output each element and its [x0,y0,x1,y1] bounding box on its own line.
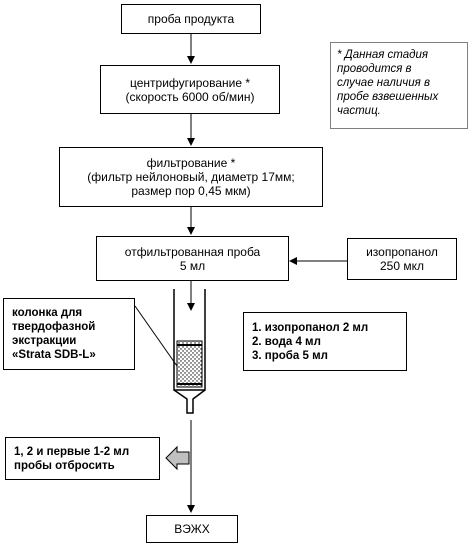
filtered-line-1: отфильтрованная проба [124,244,261,259]
spe-column-icon [173,289,206,414]
column-label-line-2: твердофазной [12,321,96,333]
loading-step-2: 2. вода 4 мл [252,335,321,348]
loading-step-1: 1. изопропанол 2 мл [252,321,369,334]
filter-box: фильтрование * (фильтр нейлоновый, диаме… [59,147,323,207]
sample-text: проба продукта [147,12,235,26]
discard-box: 1, 2 и первые 1-2 мл пробы отбросить [5,437,160,480]
footnote-line-1: * Данная стадия [337,49,429,61]
footnote-line-5: частиц. [337,105,381,117]
reagent-line-1: изопропанол [366,245,438,259]
filtered-sample-box: отфильтрованная проба 5 мл [96,236,289,281]
footnote-line-2: проводится в [337,63,412,75]
discard-line-2: пробы отбросить [14,459,115,472]
column-label-line-3: экстракции [12,335,77,347]
reagent-line-2: 250 мкл [380,259,424,273]
centrifuge-line-2: (скорость 6000 об/мин) [125,89,255,104]
footnote-box: * Данная стадия проводится в случае нали… [330,42,468,129]
centrifuge-line-1: центрифугирование * [130,75,250,90]
column-label-line-4: «Strata SDB-L» [12,349,96,361]
column-label-pointer [134,305,178,367]
column-label-line-1: колонка для [12,307,83,319]
hplc-text: ВЭЖХ [174,522,210,536]
filter-line-3: размер пор 0,45 мкм) [131,184,251,198]
filter-line-1: фильтрование * [146,156,236,170]
reagent-box: изопропанол 250 мкл [347,238,457,280]
centrifuge-box: центрифугирование * (скорость 6000 об/ми… [100,65,280,114]
sample-box: проба продукта [121,4,261,34]
loading-step-3: 3. проба 5 мл [252,349,328,362]
discard-line-1: 1, 2 и первые 1-2 мл [14,445,130,458]
discard-arrow-icon [165,445,190,471]
filtered-line-2: 5 мл [179,258,206,273]
footnote-line-4: пробе взвешенных [337,91,439,103]
column-label-box: колонка для твердофазной экстракции «Str… [3,298,135,370]
footnote-line-3: случае наличия в [337,77,430,89]
hplc-box: ВЭЖХ [146,515,238,543]
filter-line-2: (фильтр нейлоновый, диаметр 17мм; [87,170,295,184]
loading-steps-box: 1. изопропанол 2 мл 2. вода 4 мл 3. проб… [243,312,407,371]
